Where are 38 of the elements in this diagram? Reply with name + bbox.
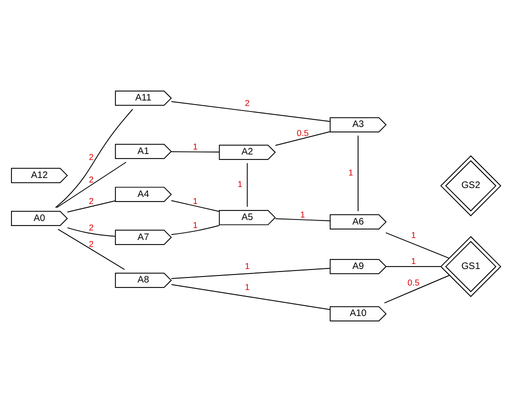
- edge-label: 1: [300, 210, 306, 220]
- edge-label: 1: [411, 256, 416, 266]
- connector: [358, 135, 359, 212]
- edge-label: 0.5: [296, 128, 309, 138]
- edge-label: 1: [348, 168, 354, 178]
- connector: [384, 274, 450, 304]
- edge-label: 2: [88, 196, 94, 206]
- node-diamond: GS2: [440, 155, 502, 216]
- edge-label: 1: [192, 220, 198, 230]
- connector: [170, 284, 330, 310]
- connector: [385, 232, 450, 259]
- connector: [66, 200, 116, 212]
- edge-label: 1: [192, 196, 198, 206]
- connector: [56, 162, 126, 208]
- edge-label: 2: [88, 152, 94, 162]
- connector: [170, 151, 220, 152]
- connector: [386, 266, 442, 267]
- edge-label: 2: [88, 174, 94, 184]
- connector: [170, 101, 330, 122]
- edge-label: 1: [244, 282, 250, 292]
- connector: [170, 200, 220, 212]
- edge-label: 1: [238, 179, 242, 190]
- connector: [274, 218, 330, 222]
- edge-label: 1: [192, 142, 198, 152]
- edge-label: 2: [244, 98, 250, 108]
- edge-label: 1: [411, 230, 416, 240]
- edge-label: 1: [244, 261, 250, 272]
- connector: [246, 162, 248, 208]
- connector: [55, 108, 134, 208]
- connector: [67, 227, 116, 237]
- edge-label: 2: [88, 222, 94, 232]
- connector: [274, 131, 330, 146]
- connector: [58, 228, 125, 270]
- connector: [170, 225, 220, 236]
- node-diamond: GS1: [440, 236, 502, 298]
- connector: [170, 268, 330, 279]
- edge-label: 0.5: [408, 277, 420, 288]
- edge-label: 2: [88, 238, 94, 249]
